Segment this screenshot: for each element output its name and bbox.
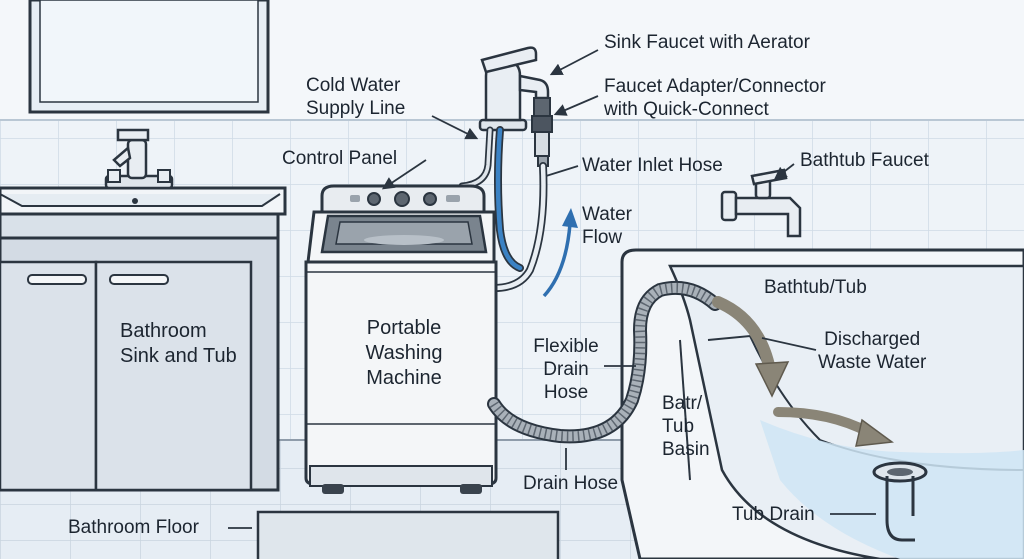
- label-line: Discharged: [824, 329, 921, 350]
- bathtub-faucet-icon: [720, 168, 802, 238]
- label-flexible-drain-hose: Flexible Drain Hose: [524, 335, 608, 404]
- label-bathroom-floor: Bathroom Floor: [68, 517, 199, 538]
- label-line: Cold Water: [306, 75, 401, 96]
- label-line: Sink and Tub: [120, 345, 237, 367]
- label-line: Flow: [582, 227, 623, 248]
- label-tub-basin: Batr/ Tub Basin: [662, 392, 710, 461]
- control-knob-icon: [367, 192, 381, 206]
- label-tub-drain: Tub Drain: [732, 504, 815, 525]
- label-line: Basin: [662, 439, 710, 460]
- label-drain-hose: Drain Hose: [523, 473, 619, 494]
- label-line: Washing: [365, 342, 443, 364]
- label-line: Portable: [366, 317, 442, 339]
- label-sink-and-tub: Bathroom Sink and Tub: [120, 319, 237, 369]
- label-control-panel: Control Panel: [282, 148, 398, 169]
- label-line: Water: [582, 204, 632, 225]
- tub-drain: [872, 461, 928, 542]
- control-knob-icon: [394, 191, 410, 207]
- faucet-adapter-icon: [531, 97, 553, 167]
- label-line: Drain: [543, 359, 589, 380]
- floor-mat: [256, 510, 560, 559]
- tub-water: [760, 420, 1024, 559]
- mirror: [28, 0, 270, 114]
- label-line: Supply Line: [306, 98, 406, 119]
- label-line: Hose: [543, 382, 589, 403]
- label-line: Tub: [662, 416, 695, 437]
- label-line: Faucet Adapter/Connector: [604, 76, 826, 97]
- waste-water-arrow: [712, 296, 776, 376]
- label-faucet-adapter: Faucet Adapter/Connector with Quick-Conn…: [604, 75, 826, 121]
- label-cold-water-supply: Cold Water Supply Line: [306, 74, 405, 120]
- label-bathtub-faucet: Bathtub Faucet: [800, 150, 929, 171]
- label-line: Flexible: [533, 336, 599, 357]
- label-line: Batr/: [662, 393, 703, 414]
- sink-vanity: [0, 186, 287, 492]
- label-washing-machine: Portable Washing Machine: [346, 316, 462, 391]
- leader-lines: [228, 49, 876, 529]
- label-discharged-waste-water: Discharged Waste Water: [818, 328, 926, 374]
- sink-faucet-small-icon: [104, 128, 174, 190]
- control-knob-icon: [423, 192, 437, 206]
- water-flow-arrow: [542, 223, 572, 298]
- label-bathtub: Bathtub/Tub: [764, 277, 867, 298]
- label-water-flow: Water Flow: [582, 203, 632, 249]
- washing-machine: [304, 184, 498, 494]
- label-line: Waste Water: [818, 352, 927, 373]
- label-sink-faucet: Sink Faucet with Aerator: [604, 32, 810, 53]
- label-line: Bathroom: [120, 320, 207, 342]
- label-water-inlet-hose: Water Inlet Hose: [582, 155, 723, 176]
- label-line: with Quick-Connect: [604, 99, 769, 120]
- label-line: Machine: [366, 367, 442, 389]
